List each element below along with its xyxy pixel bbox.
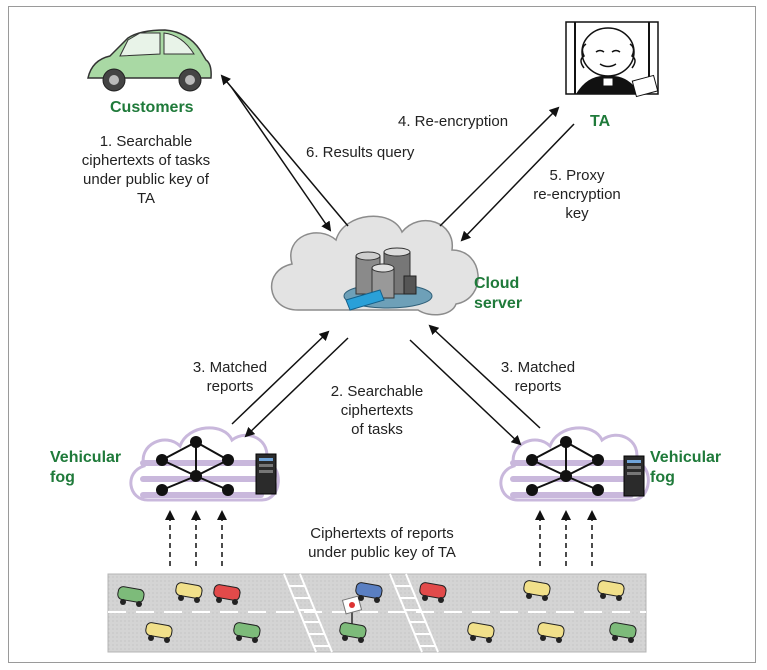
car-icon [339,622,367,643]
arrow-cloud-to-ta [439,106,560,227]
car-icon [467,622,495,643]
cloud-server-icon [270,215,479,316]
arrow-rightfog-to-cloud [428,324,541,429]
arrow-cloud-to-rightfog [409,339,522,446]
arrow-cloud-to-customers [220,74,349,227]
vehicular-fog-left-icon [129,426,280,502]
car-icon [419,582,447,603]
edge-label-6: 6. Results query [306,144,415,161]
arrow-ta-to-cloud [460,123,575,242]
car-icon [213,584,241,605]
road-vehicles [117,580,637,643]
arrows [220,74,575,446]
report-upload-arrows [165,510,597,566]
server-tower-right-icon [623,455,645,497]
car-icon [355,582,383,603]
car-icon [117,586,145,607]
crosswalk-right [389,573,439,653]
car-icon [537,622,565,643]
arrow-leftfog-to-cloud [231,330,330,425]
crosswalk-left [283,573,333,653]
vehicular-fog-right-icon [499,426,650,502]
arrow-cloud-to-leftfog [244,337,349,438]
ta-judge-icon [565,21,659,98]
customers-label: Customers [110,99,194,116]
figure-frame [8,6,756,663]
customer-car-icon [87,29,212,92]
car-icon [597,580,625,601]
arrow-customers-to-cloud [231,87,332,232]
car-icon [145,622,173,643]
car-icon [609,622,637,643]
car-icon [523,580,551,601]
car-icon [175,582,203,603]
ta-label: TA [590,113,611,130]
server-tower-left-icon [255,453,277,495]
car-icon [233,622,261,643]
edge-label-4: 4. Re-encryption [398,113,509,130]
